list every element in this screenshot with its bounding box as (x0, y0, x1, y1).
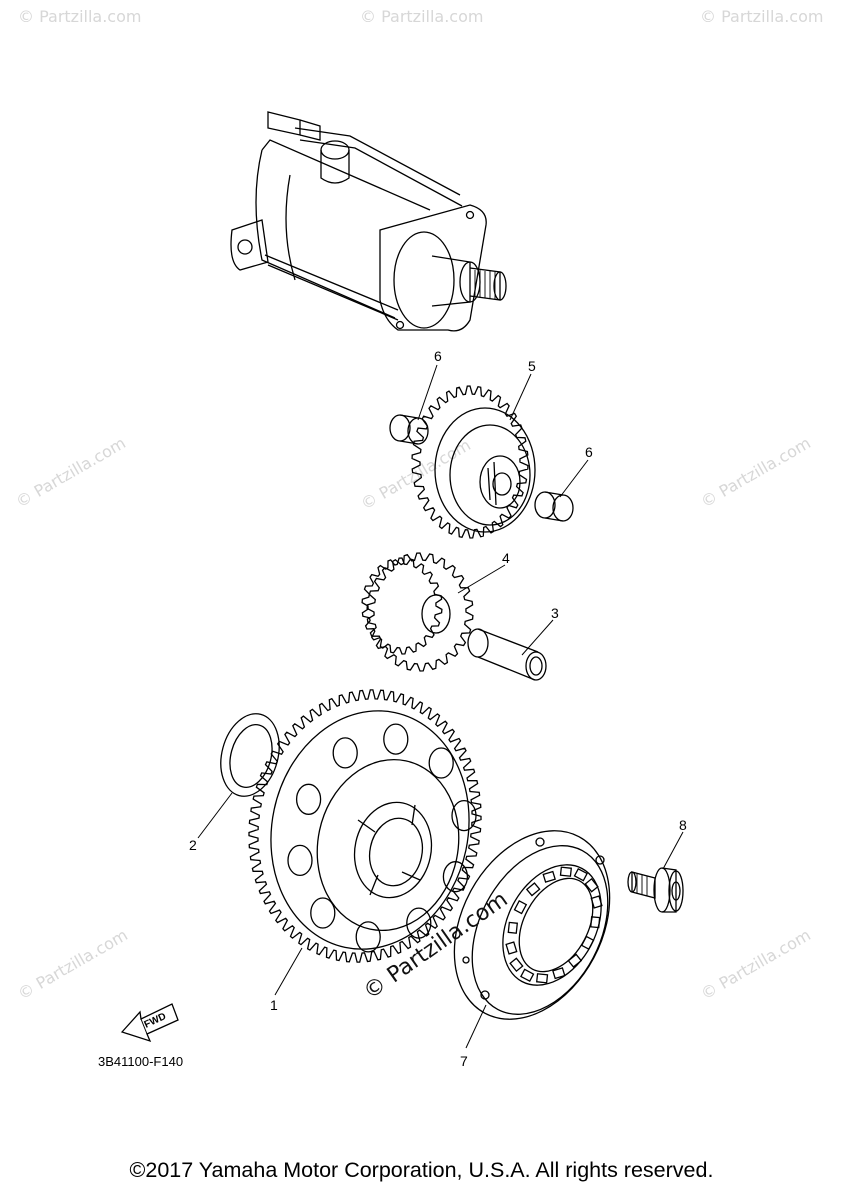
callout-4: 4 (502, 550, 510, 566)
part-6-bushing-right (534, 491, 574, 522)
diagram-code: 3B41100-F140 (98, 1054, 183, 1069)
gear-5-teeth (411, 385, 529, 539)
watermark-text: © Partzilla.com (15, 925, 131, 1003)
part-8-bolt (627, 867, 684, 913)
part-3-shaft (467, 628, 547, 681)
gear-1-teeth (248, 689, 482, 963)
clutch-roller (507, 921, 519, 934)
copyright-notice: ©2017 Yamaha Motor Corporation, U.S.A. A… (129, 1158, 714, 1182)
watermark-text: © Partzilla.com (13, 433, 129, 511)
gear-hole (295, 783, 322, 815)
parts-diagram: © Partzilla.com © Partzilla.com © Partzi… (13, 7, 824, 1069)
gear-teeth-outline (361, 557, 443, 655)
watermark-text: © Partzilla.com (698, 433, 814, 511)
watermark-text: © Partzilla.com (18, 7, 141, 26)
gear-hole (383, 723, 409, 755)
callout-6-right: 6 (585, 444, 593, 460)
watermark-text: © Partzilla.com (700, 7, 823, 26)
clutch-roller (513, 900, 528, 915)
callout-1: 1 (270, 997, 278, 1013)
watermark-text: © Partzilla.com (360, 7, 483, 26)
clutch-roller (535, 973, 549, 984)
clutch-roller (559, 866, 573, 877)
part-5-idler-gear (411, 385, 536, 539)
gear-hole (406, 907, 432, 939)
part-2-washer (220, 713, 280, 797)
leader-lines (197, 364, 684, 1049)
clutch-roller (584, 877, 599, 893)
clutch-roller (505, 941, 518, 955)
callout-3: 3 (551, 605, 559, 621)
clutch-roller (590, 916, 601, 929)
clutch-roller (520, 968, 535, 983)
gear-hole (428, 747, 454, 779)
part-7-one-way-clutch (453, 830, 611, 1020)
watermark-text: © Partzilla.com (698, 925, 814, 1003)
starter-motor (230, 111, 507, 332)
gear-hole (332, 737, 358, 769)
gear-teeth-outline (366, 552, 474, 672)
clutch-roller (509, 957, 524, 973)
clutch-roller (552, 967, 566, 980)
part-4-idler-gear (361, 552, 474, 672)
clutch-rollers (505, 866, 603, 984)
callout-8: 8 (679, 817, 687, 833)
callout-7: 7 (460, 1053, 468, 1069)
clutch-roller (567, 953, 583, 968)
clutch-roller (525, 882, 541, 897)
gear-teeth-outline (248, 689, 482, 963)
callout-numbers: 1 2 3 4 5 6 6 7 8 (189, 348, 687, 1069)
gear-hole (442, 861, 469, 893)
background-watermarks: © Partzilla.com © Partzilla.com © Partzi… (13, 7, 824, 1003)
clutch-roller (580, 935, 595, 950)
callout-5: 5 (528, 358, 536, 374)
gear-hole (451, 799, 477, 832)
part-1-starter-wheel-gear (248, 689, 482, 963)
part-6-bushing-left (389, 414, 429, 445)
gear-1-holes (287, 723, 477, 953)
gear-4-teeth (361, 552, 474, 672)
gear-hole (310, 897, 336, 929)
clutch-roller (573, 867, 588, 882)
clutch-roller (590, 895, 603, 909)
gear-hole (355, 921, 381, 953)
fwd-arrow-icon: FWD (120, 1003, 179, 1043)
clutch-roller (542, 870, 556, 883)
gear-hole (287, 844, 313, 877)
callout-6-upper: 6 (434, 348, 442, 364)
gear-teeth-outline (411, 385, 529, 539)
callout-2: 2 (189, 837, 197, 853)
